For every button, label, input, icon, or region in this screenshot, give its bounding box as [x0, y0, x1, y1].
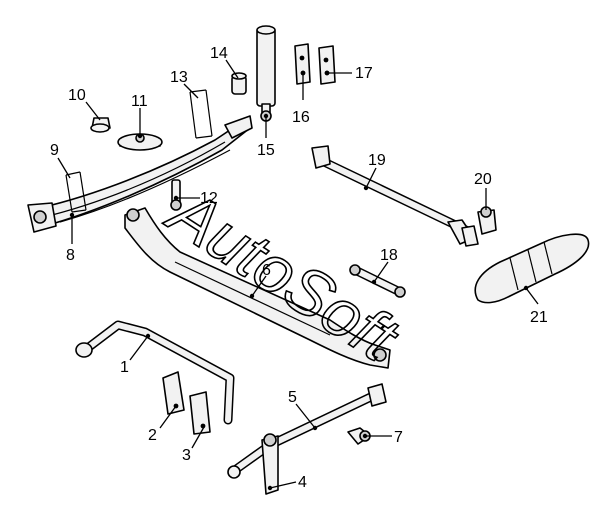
bracket-left	[294, 43, 311, 85]
shock-absorber	[256, 25, 276, 122]
callout-10: 10	[68, 87, 101, 121]
dust-boot	[474, 233, 590, 304]
bushing	[231, 72, 247, 95]
callout-label: 9	[50, 142, 59, 159]
callout-label: 16	[292, 109, 310, 126]
callout-label: 1	[120, 359, 129, 376]
ball-joint	[477, 206, 497, 235]
callout-20: 20	[474, 171, 492, 210]
callout-label: 15	[257, 142, 275, 159]
callout-label: 17	[355, 65, 373, 82]
stabilizer-link-2	[162, 371, 185, 415]
callout-label: 14	[210, 45, 228, 62]
callout-8: 8	[66, 212, 75, 264]
callout-3: 3	[182, 426, 205, 464]
pitman-arm	[261, 433, 279, 495]
stabilizer-bar	[75, 320, 235, 425]
tie-rod	[311, 145, 479, 247]
callout-2: 2	[148, 405, 177, 444]
callout-6: 6	[249, 262, 271, 299]
callout-label: 11	[131, 93, 148, 110]
callout-label: 20	[474, 171, 492, 188]
callout-13: 13	[170, 69, 199, 99]
callout-label: 3	[182, 447, 191, 464]
callout-label: 21	[530, 309, 548, 326]
callout-12: 12	[173, 190, 218, 207]
callout-label: 2	[148, 427, 157, 444]
bump-stop	[90, 117, 111, 133]
callout-16: 16	[292, 70, 310, 126]
callout-18: 18	[371, 247, 398, 285]
callout-label: 8	[66, 247, 75, 264]
callout-label: 19	[368, 152, 386, 169]
callout-1: 1	[120, 333, 151, 376]
u-bolt-right	[189, 89, 213, 139]
callout-label: 6	[262, 262, 271, 279]
callout-17: 17	[324, 65, 373, 82]
callout-11: 11	[131, 93, 148, 139]
callout-14: 14	[210, 45, 239, 79]
callout-label: 5	[288, 389, 297, 406]
callout-label: 4	[298, 474, 307, 491]
callout-4: 4	[267, 474, 307, 491]
drag-link	[349, 264, 406, 298]
callout-label: 13	[170, 69, 188, 86]
callout-21: 21	[523, 285, 548, 326]
callout-label: 18	[380, 247, 398, 264]
callout-label: 12	[200, 190, 218, 207]
callout-15: 15	[257, 113, 275, 159]
callout-7: 7	[362, 429, 403, 446]
callout-19: 19	[363, 152, 386, 191]
callout-label: 10	[68, 87, 86, 104]
callout-9: 9	[50, 142, 71, 179]
stabilizer-link-3	[189, 391, 211, 435]
callout-label: 7	[394, 429, 403, 446]
bracket-right	[318, 45, 336, 85]
leaf-spring	[27, 115, 253, 233]
callout-5: 5	[288, 389, 318, 431]
